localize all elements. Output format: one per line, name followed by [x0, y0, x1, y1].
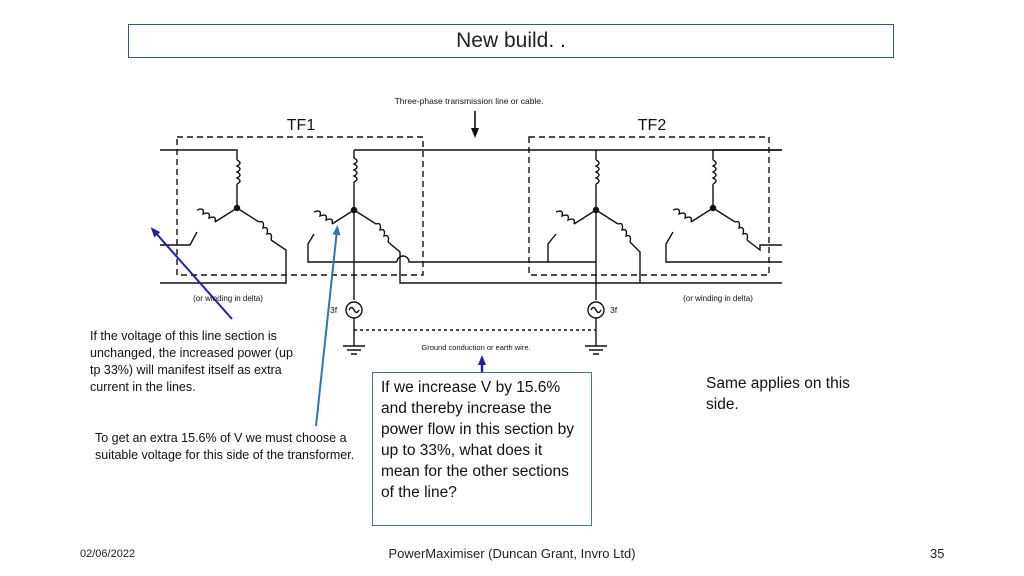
slide-title: New build. .: [128, 24, 894, 58]
tf2-line-winding: [547, 150, 641, 300]
extra-voltage-note: To get an extra 15.6% of V we must choos…: [95, 431, 355, 462]
teal-arrow: [315, 225, 341, 427]
question-box: If we increase V by 15.6% and thereby in…: [372, 372, 592, 526]
tf1-box: [176, 136, 424, 276]
footer-date: 02/06/2022: [80, 548, 136, 560]
footer-author: PowerMaximiser (Duncan Grant, Invro Ltd): [388, 546, 636, 561]
source-right: [585, 301, 607, 355]
page-number: 35: [930, 546, 945, 561]
same-applies-note: Same applies on this side.: [706, 375, 850, 413]
tf2-label: TF2: [638, 117, 667, 134]
source-left-label: 3f: [330, 305, 338, 315]
left-winding: [160, 149, 287, 284]
tf1-label: TF1: [287, 117, 316, 134]
source-right-label: 3f: [610, 305, 618, 315]
tf2-box: [528, 136, 770, 276]
ground-label: Ground conduction or earth wire.: [421, 343, 530, 352]
voltage-unchanged-note: If the voltage of this line section is u…: [90, 329, 293, 394]
blue-arrow-left: [150, 227, 233, 320]
left-delta-note: (or winding in delta): [193, 294, 263, 303]
source-left: [343, 301, 365, 355]
tf1-line-winding: [307, 149, 782, 300]
transmission-label: Three-phase transmission line or cable.: [395, 96, 544, 106]
right-winding: [665, 149, 782, 263]
right-delta-note: (or winding in delta): [683, 294, 753, 303]
